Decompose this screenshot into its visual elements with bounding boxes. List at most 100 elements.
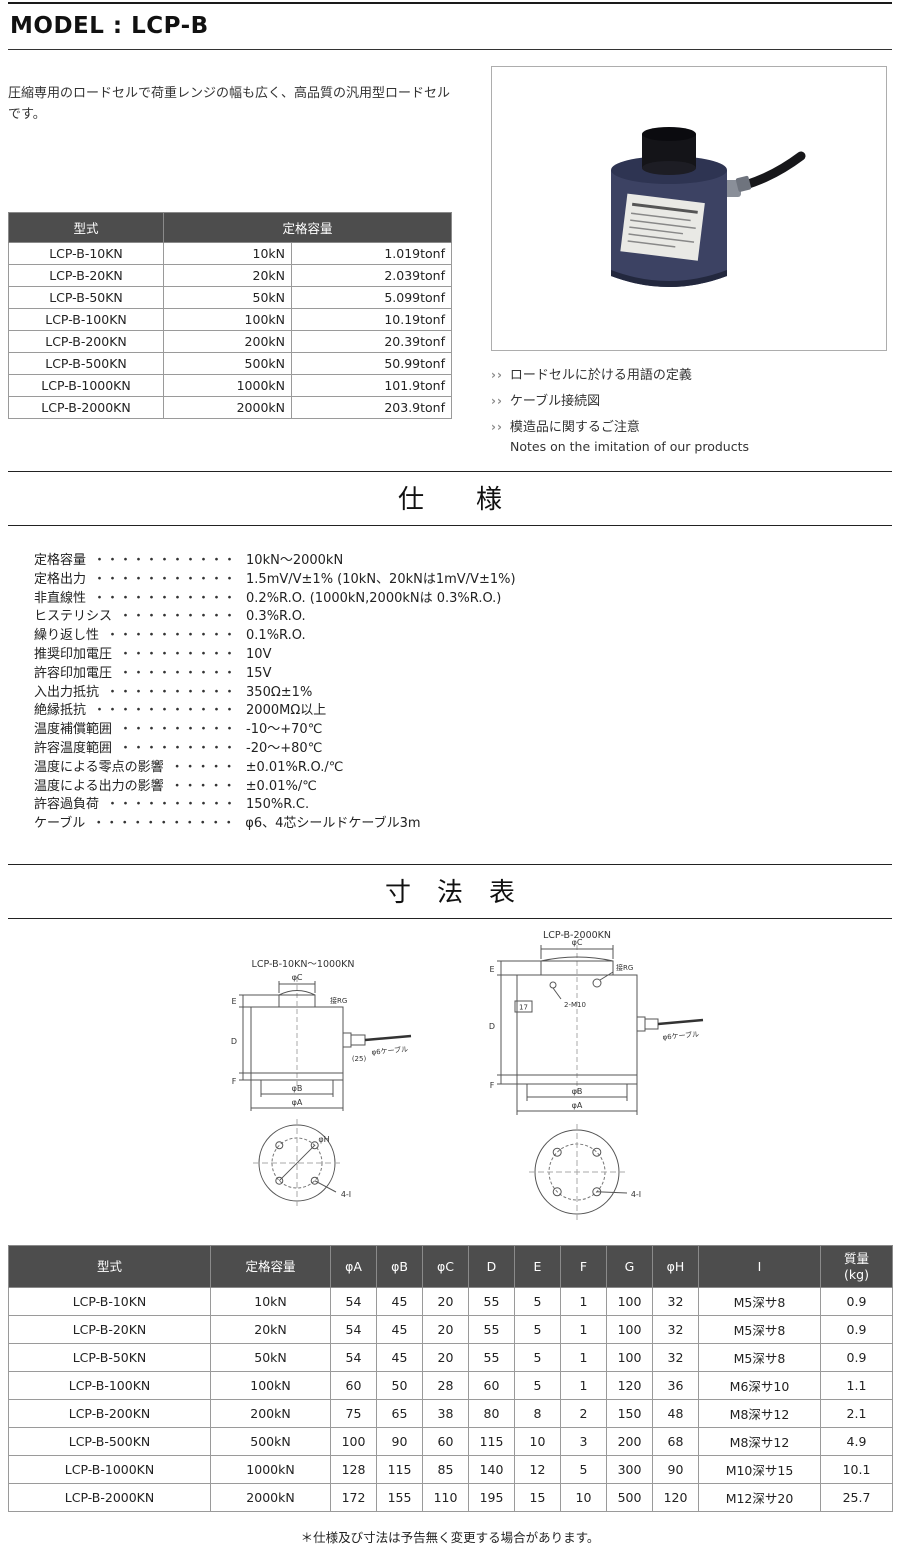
load-cell-photo — [611, 126, 806, 287]
top-rule — [8, 2, 892, 4]
spec-value: 10kN～2000kN — [246, 553, 344, 568]
dim-cell-I: M10深サ15 — [698, 1455, 821, 1485]
dim-cell-I: M6深サ10 — [698, 1371, 821, 1401]
dim-cell-phiC: 38 — [422, 1399, 469, 1429]
link-imitation-notice[interactable]: 模造品に関するご注意 — [509, 420, 640, 435]
dim-cell-phiH: 120 — [652, 1483, 699, 1513]
dim-cell-G: 200 — [606, 1427, 653, 1457]
product-description: 圧縮専用のロードセルで荷重レンジの幅も広く、高品質の汎用型ロードセルです。 — [8, 86, 451, 122]
drawing-right-front-view — [497, 944, 704, 1115]
dim-label-E: E — [489, 965, 494, 974]
dim-cell-G: 300 — [606, 1455, 653, 1485]
spec-label: ヒステリシス — [34, 609, 113, 625]
link-list: ›› ロードセルに於ける用語の定義 ›› ケーブル接続図 ›› 模造品に関するご… — [491, 364, 887, 454]
dim-label-rg: 接RG — [330, 996, 347, 1005]
dim-cell-phiB: 65 — [376, 1399, 423, 1429]
spec-leader-dots: ・・・・・・・・・・・ — [93, 571, 237, 587]
dimension-table-row: LCP-B-2000KN 2000kN 172 155 110 195 15 1… — [8, 1483, 893, 1513]
intro-section: 圧縮専用のロードセルで荷重レンジの幅も広く、高品質の汎用型ロードセルです。 型式… — [8, 50, 892, 454]
spec-value: 0.3%R.O. — [246, 609, 306, 625]
dim-cell-I: M5深サ8 — [698, 1343, 821, 1373]
drawing-small-models: LCP-B-10KN～1000KN — [231, 959, 412, 1207]
dim-cell-phiB: 90 — [376, 1427, 423, 1457]
dim-header-phiA: φA — [330, 1244, 377, 1289]
drawing-left-bottom-view — [253, 1118, 341, 1207]
dim-cell-mass: 0.9 — [820, 1287, 893, 1317]
spec-value: -10～+70℃ — [246, 722, 323, 738]
dim-label-phiB: φB — [572, 1087, 583, 1096]
dim-cell-D: 55 — [468, 1287, 515, 1317]
dim-cell-capacity: 100kN — [210, 1371, 331, 1401]
spec-row: 絶縁抵抗 ・・・・・・・・・・・ 2000MΩ以上 — [34, 702, 892, 721]
dim-cell-phiB: 45 — [376, 1343, 423, 1373]
spec-leader-dots: ・・・・・・・・・ — [119, 722, 237, 738]
spec-row: 繰り返し性 ・・・・・・・・・・ 0.1%R.O. — [34, 627, 892, 646]
dim-label-phiC: φC — [292, 973, 303, 982]
dimension-table-row: LCP-B-100KN 100kN 60 50 28 60 5 1 120 36… — [8, 1371, 893, 1401]
dim-cell-F: 3 — [560, 1427, 607, 1457]
dim-cell-model: LCP-B-1000KN — [8, 1455, 211, 1485]
dim-cell-F: 1 — [560, 1371, 607, 1401]
capacity-table-header-row: 型式 定格容量 — [8, 211, 453, 243]
dim-label-D: D — [489, 1022, 495, 1031]
spec-label: 許容過負荷 — [34, 797, 100, 813]
spec-label: 入出力抵抗 — [34, 684, 100, 700]
dim-cell-I: M8深サ12 — [698, 1427, 821, 1457]
dim-cell-F: 1 — [560, 1315, 607, 1345]
intro-right-column: ›› ロードセルに於ける用語の定義 ›› ケーブル接続図 ›› 模造品に関するご… — [491, 58, 887, 454]
capacity-table-row: LCP-B-10KN 10kN 1.019tonf — [8, 241, 453, 265]
dim-cell-E: 12 — [514, 1455, 561, 1485]
dim-cell-phiC: 20 — [422, 1315, 469, 1345]
dim-cell-I: M8深サ12 — [698, 1399, 821, 1429]
link-row: ›› ケーブル接続図 — [491, 390, 887, 409]
dim-label-F: F — [490, 1081, 495, 1090]
capacity-cell-kn: 20kN — [163, 263, 292, 287]
link-terms-definition[interactable]: ロードセルに於ける用語の定義 — [509, 368, 692, 383]
dim-cell-phiC: 60 — [422, 1427, 469, 1457]
dimension-section-rule-bottom — [8, 917, 892, 919]
dim-cell-G: 100 — [606, 1343, 653, 1373]
spec-row: 許容温度範囲 ・・・・・・・・・ -20～+80℃ — [34, 740, 892, 759]
dim-header-mass: 質量 (kg) — [820, 1244, 893, 1289]
dim-cell-model: LCP-B-20KN — [8, 1315, 211, 1345]
dimension-section-rule-top — [8, 863, 892, 865]
drawing-right-labels: φC E D F φB φA 接RG 2-M10 17 φ6ケーブル 4-I — [489, 938, 700, 1199]
spec-row: 定格出力 ・・・・・・・・・・・ 1.5mV/V±1% (10kN、20kNは1… — [34, 571, 892, 590]
drawing-2000kn-model: LCP-B-2000KN — [489, 930, 704, 1220]
dim-cell-I: M5深サ8 — [698, 1287, 821, 1317]
spec-leader-dots: ・・・・・・・・・・・ — [93, 590, 237, 606]
dimension-table-row: LCP-B-200KN 200kN 75 65 38 80 8 2 150 48… — [8, 1399, 893, 1429]
dim-label-17: 17 — [519, 1003, 528, 1011]
spec-leader-dots: ・・・・・ — [170, 759, 236, 775]
page-title: MODEL : LCP-B — [10, 13, 209, 39]
capacity-table-row: LCP-B-50KN 50kN 5.099tonf — [8, 285, 453, 309]
dim-cell-capacity: 20kN — [210, 1315, 331, 1345]
dim-cell-phiA: 75 — [330, 1399, 377, 1429]
link-imitation-notice-en: Notes on the imitation of our products — [510, 439, 750, 454]
capacity-table-row: LCP-B-20KN 20kN 2.039tonf — [8, 263, 453, 287]
product-photo-box — [491, 66, 887, 351]
spec-row: ケーブル ・・・・・・・・・・・ φ6、4芯シールドケーブル3m — [34, 815, 892, 834]
spec-leader-dots: ・・・・・ — [170, 778, 236, 794]
dim-cell-E: 15 — [514, 1483, 561, 1513]
capacity-cell-model: LCP-B-500KN — [8, 351, 164, 375]
dimension-table: 型式 定格容量 φA φB φC D E F G φH I 質量 (kg) — [8, 1244, 893, 1513]
dim-cell-I: M5深サ8 — [698, 1315, 821, 1345]
dim-cell-mass: 1.1 — [820, 1371, 893, 1401]
dim-cell-capacity: 500kN — [210, 1427, 331, 1457]
dim-cell-mass: 0.9 — [820, 1315, 893, 1345]
dim-cell-G: 150 — [606, 1399, 653, 1429]
dim-cell-mass: 0.9 — [820, 1343, 893, 1373]
spec-leader-dots: ・・・・・・・・・・・ — [93, 553, 237, 568]
capacity-cell-tonf: 10.19tonf — [290, 307, 453, 331]
capacity-cell-kn: 2000kN — [163, 395, 292, 419]
link-cable-diagram[interactable]: ケーブル接続図 — [509, 394, 601, 409]
dim-label-4I: 4-I — [631, 1190, 641, 1199]
capacity-cell-tonf: 50.99tonf — [290, 351, 453, 375]
spec-section-rule-bottom — [8, 525, 892, 526]
dim-header-mass-line2: (kg) — [844, 1266, 869, 1282]
capacity-cell-tonf: 2.039tonf — [290, 263, 453, 287]
dimension-table-row: LCP-B-500KN 500kN 100 90 60 115 10 3 200… — [8, 1427, 893, 1457]
capacity-cell-kn: 1000kN — [163, 373, 292, 397]
spec-value: -20～+80℃ — [246, 740, 323, 756]
